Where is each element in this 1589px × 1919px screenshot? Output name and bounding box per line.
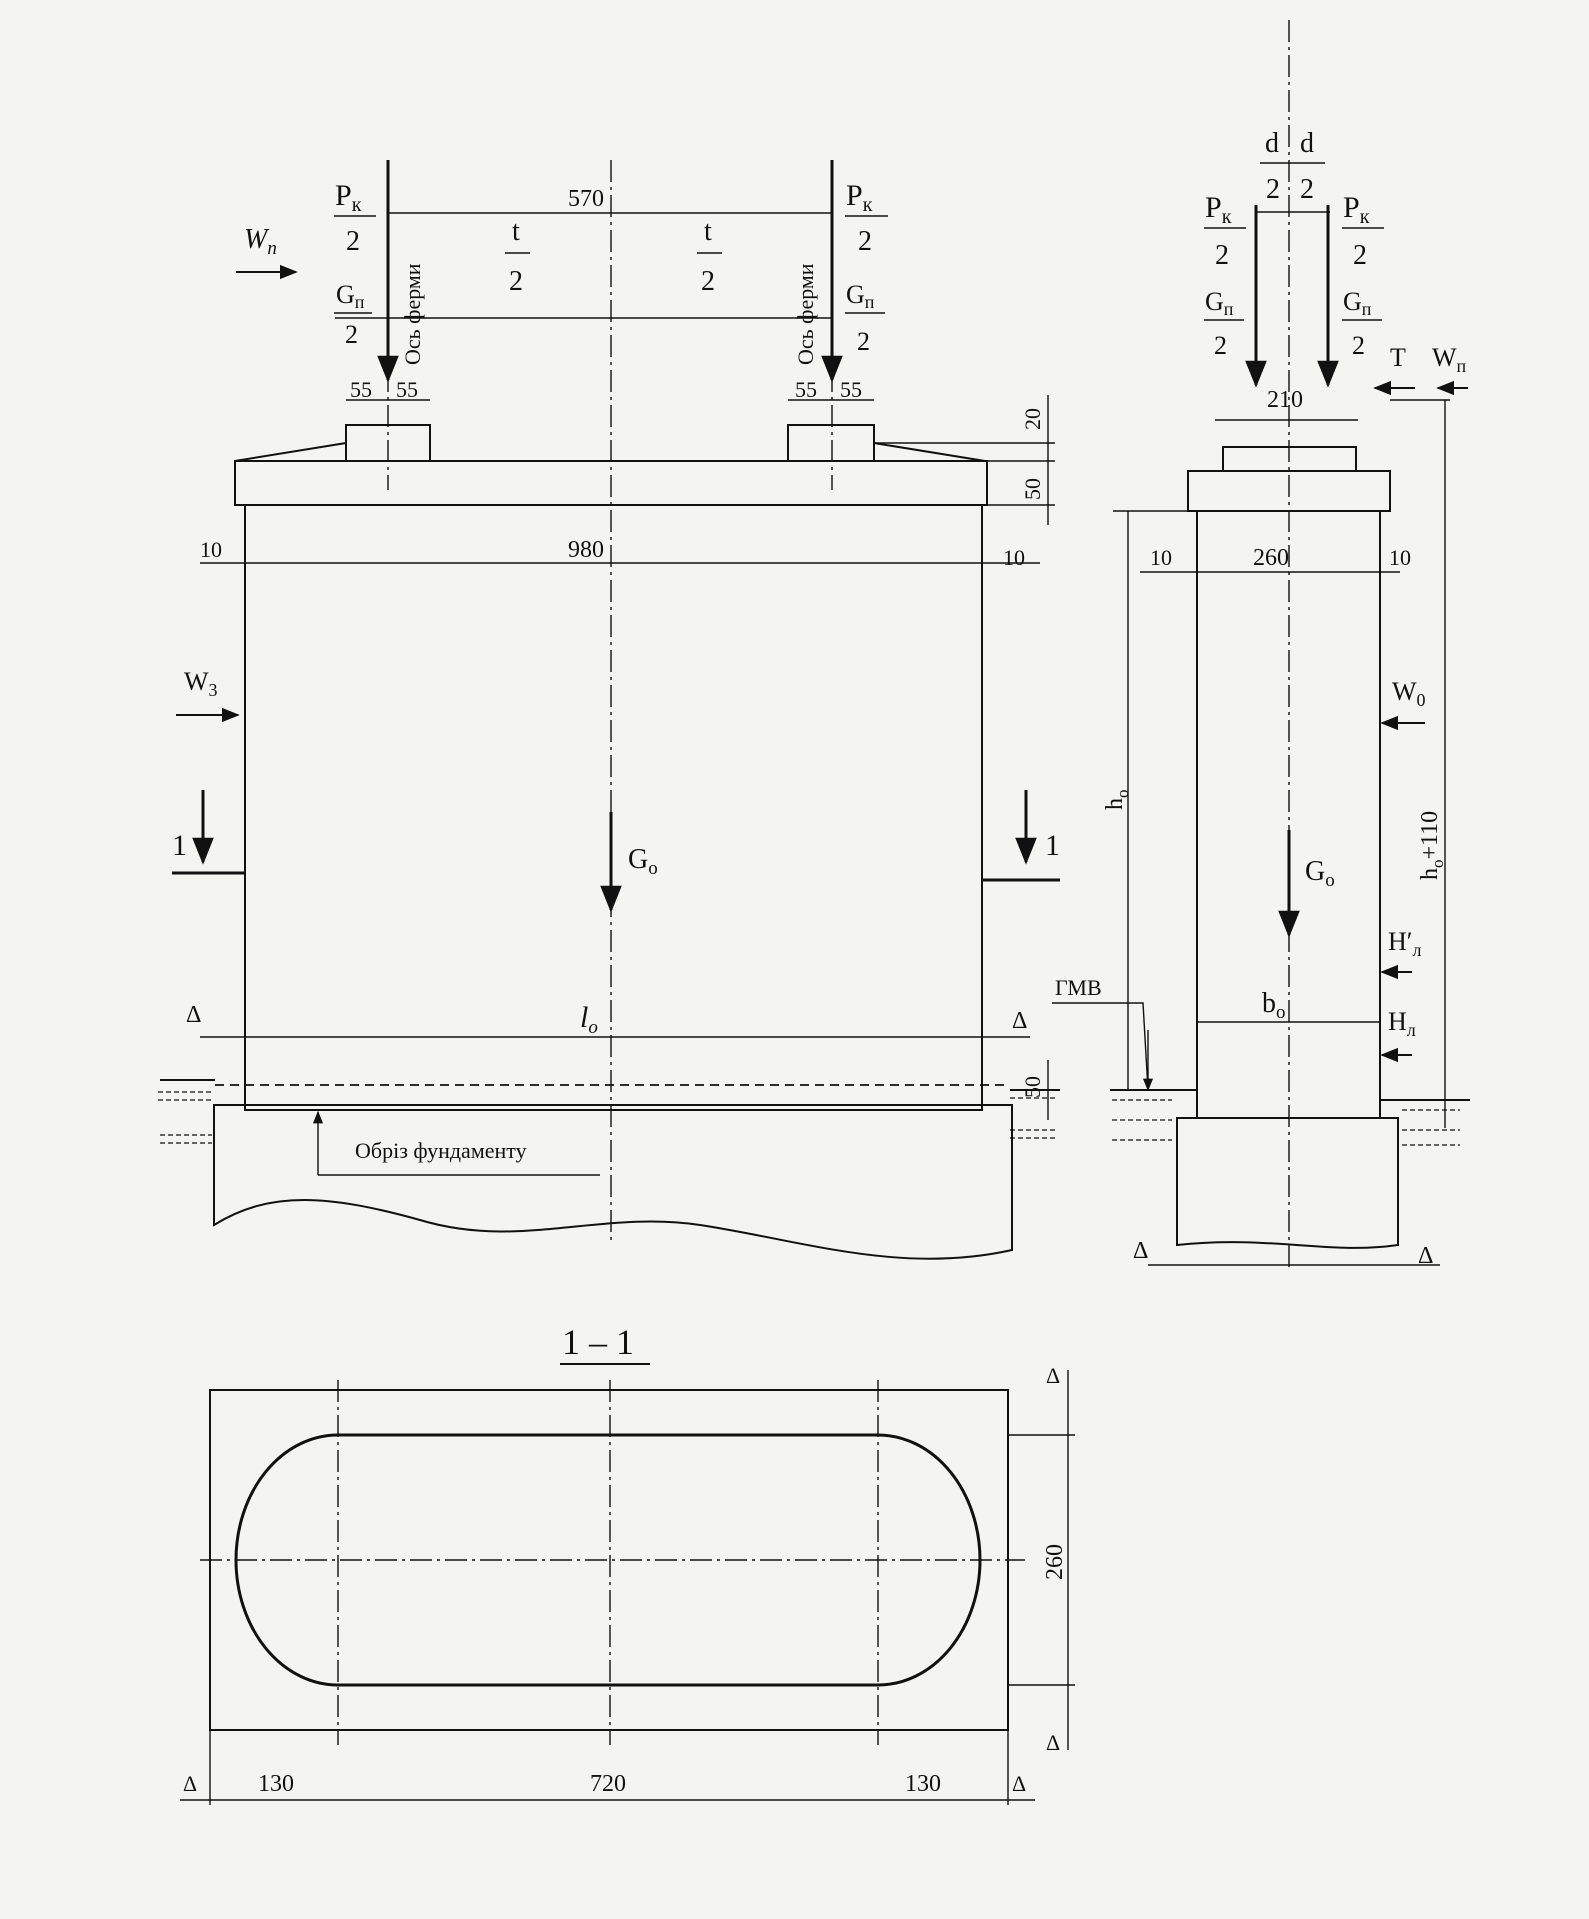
section-outline [209,1389,1009,1731]
bo-label: bo [1262,988,1286,1023]
dim-260: 260 [1253,545,1289,571]
section-dim-130-left: 130 [258,1771,294,1797]
section-delta-top: Δ [1046,1363,1060,1388]
dim-55: 55 [396,377,418,402]
dim-10-left: 10 [200,537,222,562]
t-left-den: 2 [509,266,523,297]
section-title: 1 – 1 [562,1322,634,1362]
dim-10-left: 10 [1150,545,1172,570]
pk-left: Pк [335,179,362,216]
side-wn-label: Wп [1432,343,1467,376]
section-dim-260: 260 [1042,1544,1068,1580]
section-delta-left: Δ [183,1771,197,1796]
side-pk-right: Pк [1343,191,1370,228]
dim-570: 570 [568,186,604,212]
foundation-side [1176,1117,1399,1249]
side-body [1196,510,1381,1119]
w0-label: W0 [1392,677,1426,710]
side-gn-left-den: 2 [1214,331,1227,360]
gn-right: Gп [846,280,875,312]
gn-left-den: 2 [345,320,358,349]
t-right: t [704,216,712,247]
hl-prime-label: H′л [1388,927,1421,960]
dim-20: 20 [1020,408,1045,430]
side-gn-right-den: 2 [1352,331,1365,360]
pier-body [244,504,983,1111]
section-1-1: 1 – 1 260 Δ Δ Δ 130 720 130 Δ [180,1322,1075,1805]
hl-label: Hл [1388,1007,1416,1040]
section-dim-130-right: 130 [905,1771,941,1797]
ho-label: ho [1102,790,1132,811]
section-mark-left: 1 [172,829,187,862]
truss-axis-label-left: Ось ферми [400,263,425,365]
gmv-label: ГМВ [1055,975,1102,1000]
section-dim-720: 720 [590,1771,626,1797]
side-go-label: Go [1305,856,1335,891]
gn-right-den: 2 [857,327,870,356]
d-right-den: 2 [1300,174,1314,205]
delta-right: Δ [1012,1008,1027,1034]
ho110-label: ho+110 [1417,811,1447,880]
side-delta-right: Δ [1418,1243,1433,1269]
delta-left: Δ [186,1002,201,1028]
gn-left: Gп [336,280,365,312]
bearing-right [787,424,875,462]
t-right-den: 2 [701,266,715,297]
pk-right: Pк [846,179,873,216]
wn-label: Wп [244,224,277,259]
t-force-label: T [1390,343,1406,372]
gmv-leader [1052,1002,1149,1091]
cap-slope-left [234,442,347,462]
dim-55: 55 [840,377,862,402]
pk-left-den: 2 [346,226,360,257]
foundation-edge-label: Обріз фундаменту [355,1138,527,1163]
dim-50-bottom: 50 [1020,1076,1045,1098]
d-left-den: 2 [1266,174,1280,205]
dim-55: 55 [350,377,372,402]
pk-right-den: 2 [858,226,872,257]
d-left: d [1265,128,1279,159]
dim-10-right: 10 [1003,545,1025,570]
section-delta-bottom: Δ [1046,1730,1060,1755]
section-mark-right: 1 [1045,829,1060,862]
dim-980: 980 [568,537,604,563]
foundation-front [213,1104,1013,1260]
section-rounded-shape [234,1433,982,1687]
w3-label: W3 [184,667,218,700]
dim-10-right: 10 [1389,545,1411,570]
side-gn-right: Gп [1343,287,1372,319]
dim-210: 210 [1267,387,1303,413]
side-view: d d 2 2 Pк 2 Gп 2 Pк 2 Gп 2 T Wп 210 [1052,20,1470,1270]
side-delta-left: Δ [1133,1238,1148,1264]
go-label: Go [628,844,658,879]
cap-slope-right [873,442,986,462]
front-view: 570 Pк 2 Gп 2 Pк 2 Gп 2 t 2 t 2 Ось ферм… [158,160,1060,1260]
side-pk-left-den: 2 [1215,240,1229,271]
section-delta-right: Δ [1012,1771,1026,1796]
side-pk-right-den: 2 [1353,240,1367,271]
dim-55: 55 [795,377,817,402]
lo-label: lo [580,1001,598,1038]
d-right: d [1300,128,1314,159]
truss-axis-label-right: Ось ферми [793,263,818,365]
side-pk-left: Pк [1205,191,1232,228]
side-gn-left: Gп [1205,287,1234,319]
t-left: t [512,216,520,247]
dim-50-top: 50 [1020,478,1045,500]
